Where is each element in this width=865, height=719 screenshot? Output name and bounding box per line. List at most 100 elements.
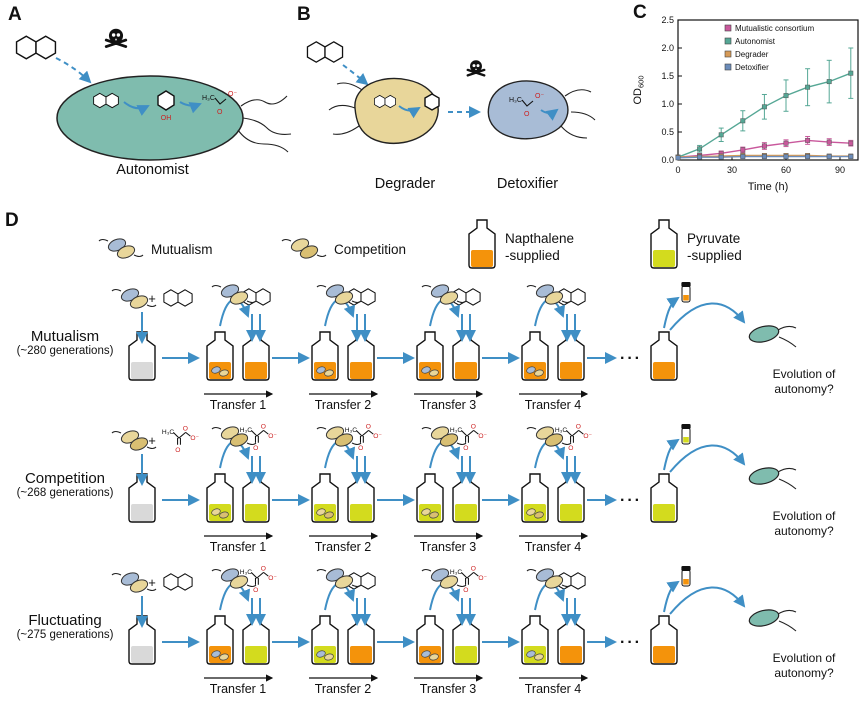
row-name: Fluctuating xyxy=(28,612,102,629)
outcome-label: Evolution of xyxy=(773,651,836,665)
mutualism-pair-icon xyxy=(111,288,157,309)
culture-bottle xyxy=(128,331,156,381)
svg-text:90: 90 xyxy=(835,165,845,175)
culture-bottle xyxy=(557,615,585,665)
flagellum-icon xyxy=(328,104,356,111)
competition-pair-icon xyxy=(421,426,467,447)
culture-bottle xyxy=(206,615,234,665)
chart-frame xyxy=(677,19,859,161)
bond xyxy=(521,99,534,107)
sampling-arrow xyxy=(663,438,680,471)
evolved-cell-icon xyxy=(748,467,797,490)
svg-text:H₃C: H₃C xyxy=(240,427,252,434)
methyl-label: H₃C xyxy=(202,95,215,102)
naphthalene-icon xyxy=(306,41,344,63)
evolved-cell-icon xyxy=(748,325,797,348)
culture-bottle xyxy=(311,615,339,665)
row-name: Mutualism xyxy=(30,328,100,345)
transfer-label: Transfer 1 xyxy=(210,682,267,696)
transfer-label: Transfer 3 xyxy=(420,540,477,554)
svg-text:2.0: 2.0 xyxy=(661,43,674,53)
legend-entry: Autonomist xyxy=(735,37,776,46)
metabolite-ring xyxy=(157,90,175,111)
culture-bottle xyxy=(650,615,678,665)
bond xyxy=(214,97,227,105)
culture-bottle xyxy=(650,331,678,381)
culture-bottle xyxy=(416,615,444,665)
svg-text:O: O xyxy=(471,565,476,572)
transfer-label: Transfer 2 xyxy=(315,682,372,696)
evolved-cell-icon xyxy=(748,609,797,632)
transfer-label: Transfer 4 xyxy=(525,540,582,554)
culture-bottle xyxy=(521,615,549,665)
legend-label: Mutualism xyxy=(151,242,213,258)
outcome-arrow xyxy=(669,586,746,615)
svg-text:1.5: 1.5 xyxy=(661,71,674,81)
o-minus-label: O⁻ xyxy=(535,93,544,100)
panel-b-diagram: H₃C O O⁻ xyxy=(306,41,596,145)
flagellum-icon xyxy=(242,117,292,135)
transfer-label: Transfer 2 xyxy=(315,540,372,554)
naphthalene-icon xyxy=(15,35,57,60)
pathway-arrow xyxy=(179,101,202,114)
y-axis-label: OD600 xyxy=(632,75,646,104)
transfer-label: Transfer 1 xyxy=(210,540,267,554)
detoxifier-caption: Detoxifier xyxy=(496,176,559,192)
sample-vial xyxy=(681,566,691,587)
transfer-label: Transfer 3 xyxy=(420,682,477,696)
hydroxyl-label: OH xyxy=(161,115,172,122)
sample-vial xyxy=(681,424,691,445)
culture-bottle xyxy=(128,473,156,523)
flagellum-icon xyxy=(564,89,592,97)
pyruvate-bottle-icon xyxy=(650,219,678,275)
legend-entry: Detoxifier xyxy=(735,63,769,72)
oxygen-label: O xyxy=(524,111,530,118)
pathway-arrow xyxy=(123,101,150,116)
mutualism-pair-icon xyxy=(316,568,362,589)
sampling-arrow xyxy=(663,296,680,329)
mutualism-pair-icon xyxy=(98,232,144,269)
culture-bottle xyxy=(206,331,234,381)
uptake-arrow xyxy=(55,57,92,84)
svg-text:O: O xyxy=(175,447,180,454)
svg-text:O: O xyxy=(358,445,363,452)
svg-text:30: 30 xyxy=(727,165,737,175)
culture-bottle xyxy=(242,473,270,523)
svg-text:0: 0 xyxy=(675,165,680,175)
outcome-label: autonomy? xyxy=(774,382,834,396)
transfer-label: Transfer 4 xyxy=(525,398,582,412)
svg-text:H₃C: H₃C xyxy=(240,569,252,576)
culture-bottle xyxy=(242,331,270,381)
svg-text:O⁻: O⁻ xyxy=(373,433,382,440)
flagellum-icon xyxy=(570,111,596,121)
naphthalene-icon xyxy=(163,573,193,591)
culture-bottle xyxy=(347,615,375,665)
svg-text:O: O xyxy=(463,445,468,452)
legend-entry: Degrader xyxy=(735,50,769,59)
toxin-skull-icon xyxy=(104,27,128,48)
plus-sign: + xyxy=(148,291,156,306)
culture-bottle xyxy=(311,331,339,381)
svg-text:H₃C: H₃C xyxy=(162,429,174,436)
row-name: Competition xyxy=(24,470,106,487)
competition-pair-icon xyxy=(526,426,572,447)
legend-item-pyruvate-supplied: Pyruvate -supplied xyxy=(650,219,742,275)
culture-bottle xyxy=(347,331,375,381)
svg-text:O: O xyxy=(183,425,188,432)
competition-pair-icon xyxy=(316,426,362,447)
outcome-label: autonomy? xyxy=(774,524,834,538)
svg-text:O⁻: O⁻ xyxy=(268,433,277,440)
svg-text:0.5: 0.5 xyxy=(661,127,674,137)
naphthalene-bottle-icon xyxy=(468,219,496,275)
legend-item-competition: Competition xyxy=(281,232,406,269)
oxygen-label: O xyxy=(217,109,223,116)
sample-vial xyxy=(681,282,691,303)
mutualism-pair-icon xyxy=(421,568,467,589)
svg-text:O⁻: O⁻ xyxy=(478,575,487,582)
